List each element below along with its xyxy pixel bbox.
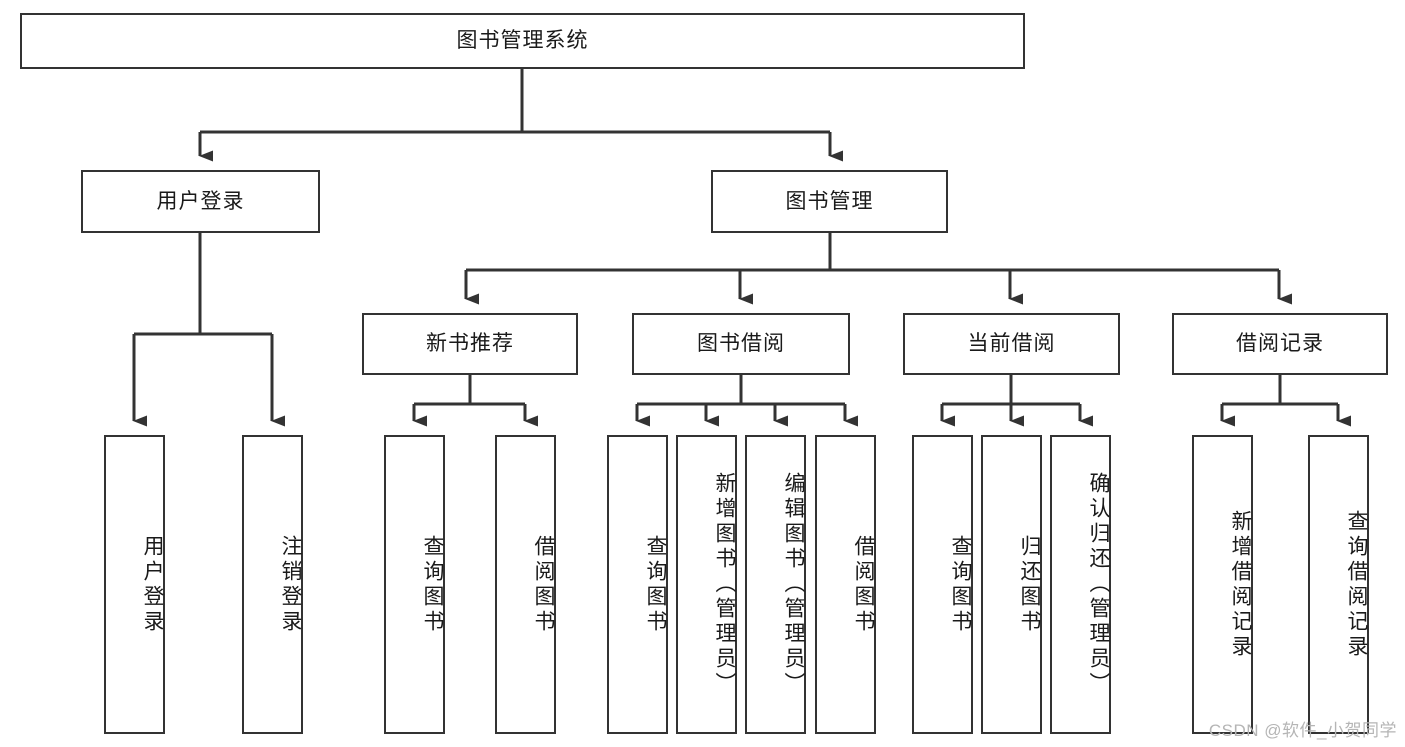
node-label: 新增借阅记录 [1229,509,1252,660]
leaf-current-return-book[interactable]: 归还图书 [981,435,1042,734]
leaf-user-login-login[interactable]: 用户登录 [104,435,165,734]
leaf-borrow-edit-book-admin[interactable]: 编辑图书（管理员） [745,435,806,734]
node-label: 确认归还（管理员） [1087,472,1110,697]
node-label: 查询图书 [949,534,972,635]
node-label: 归还图书 [1018,534,1041,635]
node-label: 新书推荐 [426,332,514,356]
node-label: 当前借阅 [967,332,1056,356]
leaf-current-confirm-return-admin[interactable]: 确认归还（管理员） [1050,435,1111,734]
leaf-borrow-query-book[interactable]: 查询图书 [607,435,668,734]
leaf-borrow-add-book-admin[interactable]: 新增图书（管理员） [676,435,737,734]
leaf-records-query-record[interactable]: 查询借阅记录 [1308,435,1369,734]
node-label: 借阅图书 [852,534,875,635]
node-label: 新增图书（管理员） [713,472,736,697]
leaf-borrow-borrow-book[interactable]: 借阅图书 [815,435,876,734]
node-label: 查询图书 [644,534,667,635]
node-label: 图书管理 [785,189,874,213]
leaf-new-book-borrow[interactable]: 借阅图书 [495,435,556,734]
leaf-current-query-book[interactable]: 查询图书 [912,435,973,734]
leaf-new-book-query[interactable]: 查询图书 [384,435,445,734]
leaf-records-add-record[interactable]: 新增借阅记录 [1192,435,1253,734]
node-label: 借阅记录 [1236,332,1324,356]
node-label: 图书管理系统 [456,29,589,53]
node-new-book-recommend[interactable]: 新书推荐 [362,313,578,375]
csdn-watermark: CSDN @软件_小贺同学 [1208,721,1397,740]
node-current-borrow[interactable]: 当前借阅 [903,313,1120,375]
node-label: 借阅图书 [532,534,555,635]
node-book-management[interactable]: 图书管理 [711,170,948,233]
node-borrow-records[interactable]: 借阅记录 [1172,313,1388,375]
node-label: 图书借阅 [697,332,785,356]
node-root-system[interactable]: 图书管理系统 [20,13,1025,69]
node-label: 查询图书 [421,534,444,635]
node-label: 编辑图书（管理员） [782,472,805,697]
node-label: 用户登录 [156,189,245,213]
node-label: 注销登录 [279,534,302,635]
node-label: 用户登录 [141,534,164,635]
node-user-login[interactable]: 用户登录 [81,170,320,233]
leaf-user-login-logout[interactable]: 注销登录 [242,435,303,734]
node-label: 查询借阅记录 [1345,509,1368,660]
node-book-borrow[interactable]: 图书借阅 [632,313,850,375]
